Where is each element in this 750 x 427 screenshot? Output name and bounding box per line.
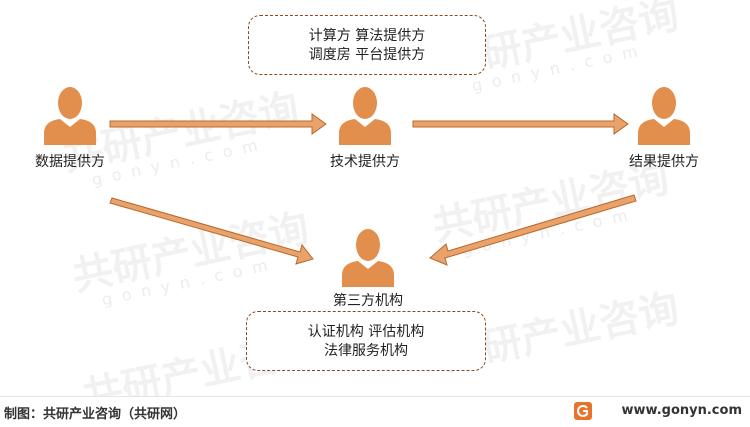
arrow-tech-to-result [412,113,629,135]
result-provider-person-icon [638,87,690,145]
tech-provider-label: 技术提供方 [330,154,400,170]
data-provider-label: 数据提供方 [35,154,105,170]
arrow-result-to-third-party [429,194,637,266]
box-bottom-line2: 法律服务机构 [324,343,408,359]
box-bottom-line1: 认证机构 评估机构 [307,324,425,340]
third-party-types-box: 认证机构 评估机构 法律服务机构 [246,311,486,371]
third-party-label: 第三方机构 [333,293,403,309]
third-party-person-icon [342,229,394,287]
box-top-line1: 计算方 算法提供方 [308,28,426,44]
footer-url[interactable]: www.gonyn.com [621,403,742,418]
footer: 制图：共研产业咨询（共研网） www.gonyn.com [0,396,750,427]
result-provider-label: 结果提供方 [629,154,699,170]
gonyn-logo-icon [574,402,592,420]
footer-source: 制图：共研产业咨询（共研网） [4,407,187,422]
arrow-data-to-third-party [109,197,314,265]
tech-provider-person-icon [339,87,391,145]
data-provider-person-icon [44,87,96,145]
arrow-data-to-tech [109,113,327,135]
box-top-line2: 调度房 平台提供方 [308,47,426,63]
compute-algorithm-box: 计算方 算法提供方 调度房 平台提供方 [248,15,486,75]
